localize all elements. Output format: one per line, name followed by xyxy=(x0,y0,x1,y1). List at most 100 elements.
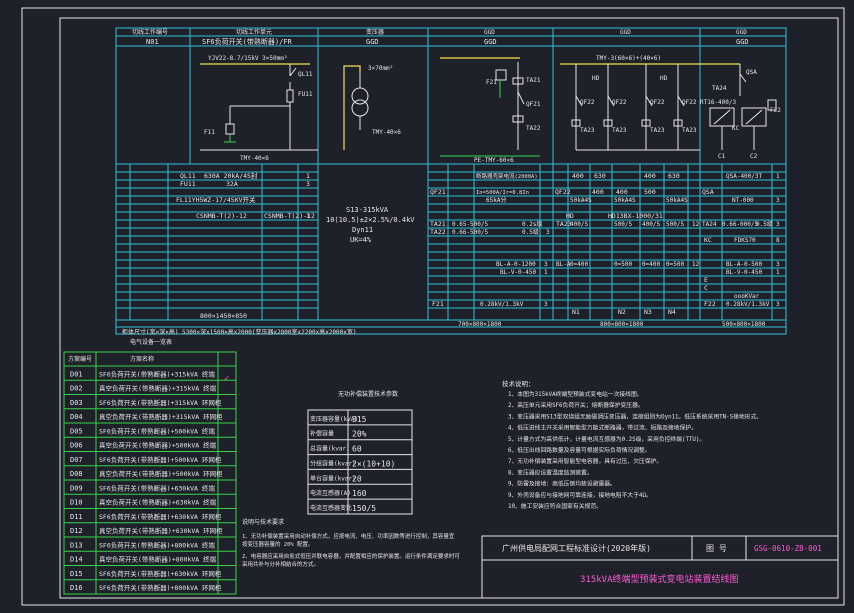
dim-mid2: 800×800×1800 xyxy=(600,321,644,328)
qsa-model: QSA-400/3T xyxy=(726,173,763,180)
header-code-0: N01 xyxy=(146,38,159,46)
index-table xyxy=(63,351,237,595)
qf21-in: In=500A/Ir=0.8In xyxy=(476,190,529,196)
qsa-qty: 1 xyxy=(776,173,780,180)
header-label-5: GGD xyxy=(736,29,747,36)
transformer-symbol xyxy=(343,65,369,150)
index-row-code: D04 xyxy=(70,413,83,421)
n3-label: N3 xyxy=(644,308,652,316)
index-row-name: SF6负荷开关(带熟断器)+500kVA 环网柜 xyxy=(99,455,222,464)
qf21-spec: QF21 xyxy=(430,188,446,196)
bl1-qty: 3 xyxy=(544,261,548,268)
lv-feeders xyxy=(571,64,700,151)
notes-right-line: 8、变压器应设置温度监测装置。 xyxy=(508,468,593,476)
spec-left-r3-c1: CSNMB-T(2)-12 xyxy=(196,212,247,220)
qf21-label: QF21 xyxy=(526,101,541,108)
index-row-code: D09 xyxy=(70,484,83,492)
notes-right-line: 10、施工安装应符合国家有关规范。 xyxy=(508,502,602,510)
transformer-uk: UK=4% xyxy=(350,236,372,244)
ql11-label: QL11 xyxy=(298,71,313,78)
bl2-qty: 1 xyxy=(544,269,548,276)
dim-mid: 700×800×1800 xyxy=(458,321,502,328)
index-title: 电气设备一览表 xyxy=(130,338,172,346)
qf22-f: 400 xyxy=(616,188,628,196)
title-block xyxy=(481,535,839,599)
hd-spec: HD13BX-1000/31 xyxy=(608,212,663,220)
cable-label: YJV22-8.7/15kV 3×50mm² xyxy=(208,55,287,62)
notes-right: 1、本图为315kVA终端型预装式变电站一次接线图。2、高压单元采用SF6负荷开… xyxy=(508,390,762,510)
e-label: E xyxy=(704,276,708,284)
spec-left-r1-c3: 3 xyxy=(306,180,310,188)
index-row-code: D11 xyxy=(70,513,83,521)
cap-title: 无功补偿装置技术参数 xyxy=(338,390,398,398)
spec-left-r0-c2: 630A 20kA/4S封 xyxy=(204,171,258,180)
spec-left-r3-c3: CSNMB-T(2)-12 xyxy=(264,212,315,220)
ta23-d: 500/5 xyxy=(666,221,684,228)
ta23-a: 400/5 xyxy=(570,221,588,228)
ta23-spec: TA23 xyxy=(556,220,572,228)
f22-val: 0.28kV/1.3kV xyxy=(726,301,770,308)
ta-val-4: 0.5级 xyxy=(522,228,539,236)
cap-row-value: 20% xyxy=(352,430,367,439)
spec-left-dims: 800×1450×850 xyxy=(200,312,247,320)
ta21-label: TA21 xyxy=(526,77,541,84)
spec-left-r2-c0: FL11YH5WZ-17/45KV开关 xyxy=(176,195,256,204)
spec-grid xyxy=(115,163,787,335)
surge-arrester-f11 xyxy=(224,105,290,143)
notes-right-line: 4、低压进线主开关采用智能型万能式断路器，带过流、短路及接地保护。 xyxy=(508,424,697,432)
index-row-name: 真空负荷开关(带熟断器)+800kVA 终端 xyxy=(99,555,217,564)
blr1-qty: 3 xyxy=(776,261,780,268)
index-row-code: D05 xyxy=(70,427,83,435)
header-label-3: GGD xyxy=(484,29,495,36)
c-val: oooKVar xyxy=(734,293,760,300)
notes-left-0: 1、无功补偿装置采用自动补偿方式，应按电流、电压、功率因数等进行控制，其容量宜 xyxy=(242,532,455,540)
qf22-label-4: QF22 xyxy=(682,99,697,106)
qf21-icu: 65kA分 xyxy=(486,196,506,204)
cap-row-value: 315 xyxy=(352,415,367,424)
index-row-name: SF6负荷开关(带熟断器)+500kVA 终端 xyxy=(99,426,215,435)
index-row-code: D03 xyxy=(70,399,83,407)
n2-label: N2 xyxy=(618,308,626,316)
ta22-label: TA22 xyxy=(526,125,541,132)
header-label-4: GGD xyxy=(620,29,631,36)
index-row-code: D14 xyxy=(70,556,83,564)
ta-val-1: 0.2s级 xyxy=(522,220,542,228)
n4-label: N4 xyxy=(668,308,676,316)
transformer-bus-label: TMY-40×6 xyxy=(372,129,401,136)
notes-right-line: 3、变压器采用S13型双绕组无励磁调压变压器，连接组别为Dyn11。低压系统采用… xyxy=(508,412,762,420)
cap-row-value: 2×(10+10) xyxy=(352,459,395,468)
cap-table xyxy=(307,409,413,515)
qf22-j: 50kA4S xyxy=(666,197,688,204)
index-row-name: 真空负荷开关(带熟断器)+500kVA 环网柜 xyxy=(99,469,223,478)
qf22-spec: QF22 xyxy=(555,188,571,196)
cap-row-label: 总容量(kvar) xyxy=(310,445,350,453)
spec-left-text: QL11 630A 20kA/4S封 1 FU11 32A 3 FL11YH5W… xyxy=(122,171,357,336)
qf22-i: 50kA4S xyxy=(614,197,636,204)
cap-row-value: 160 xyxy=(352,489,367,498)
index-row-code: D15 xyxy=(70,570,83,578)
index-head-1: 方案名称 xyxy=(130,355,154,363)
notes-left-3: 采用共补与分补相结合的方式。 xyxy=(242,560,319,568)
index-row-code: D02 xyxy=(70,385,83,393)
title-main: 315kVA终端型预装式变电站装置结线图 xyxy=(580,573,739,585)
spec-left-r0-c3: 1 xyxy=(306,172,310,180)
ta23-label-4: TA23 xyxy=(682,127,697,134)
index-row-name: SF6负荷开关(带熟断器)+630kVA 环网柜 xyxy=(99,569,222,578)
header-code-3: GGD xyxy=(484,38,497,46)
cap-row-label: 变压器容量(kVA) xyxy=(310,415,358,423)
notes-right-line: 2、高压单元采用SF6负荷开关；熔断器保护变压器。 xyxy=(508,401,644,409)
spec-left-r3-c4: 1 xyxy=(306,212,310,220)
cap-row-value: 60 xyxy=(352,445,362,454)
ta23-e: 12 xyxy=(692,221,700,228)
tmy-label: TMY-40×6 xyxy=(240,155,269,162)
index-row-code: D13 xyxy=(70,541,83,549)
ta24-val: 0.66-000/5 xyxy=(722,221,759,228)
notes-left-1: 按变压器容量的 20% 配置。 xyxy=(242,540,314,548)
kc-model: FDKS70 xyxy=(734,237,756,244)
index-row-name: SF6负荷开关(带熟断器)+630kVA 终端 xyxy=(99,483,215,492)
hd-spec-label: HD xyxy=(566,212,574,220)
title-label: 图 号 xyxy=(706,544,727,553)
index-row-code: D06 xyxy=(70,442,83,450)
ta-val-3: 0.66-500/5 xyxy=(452,229,489,236)
